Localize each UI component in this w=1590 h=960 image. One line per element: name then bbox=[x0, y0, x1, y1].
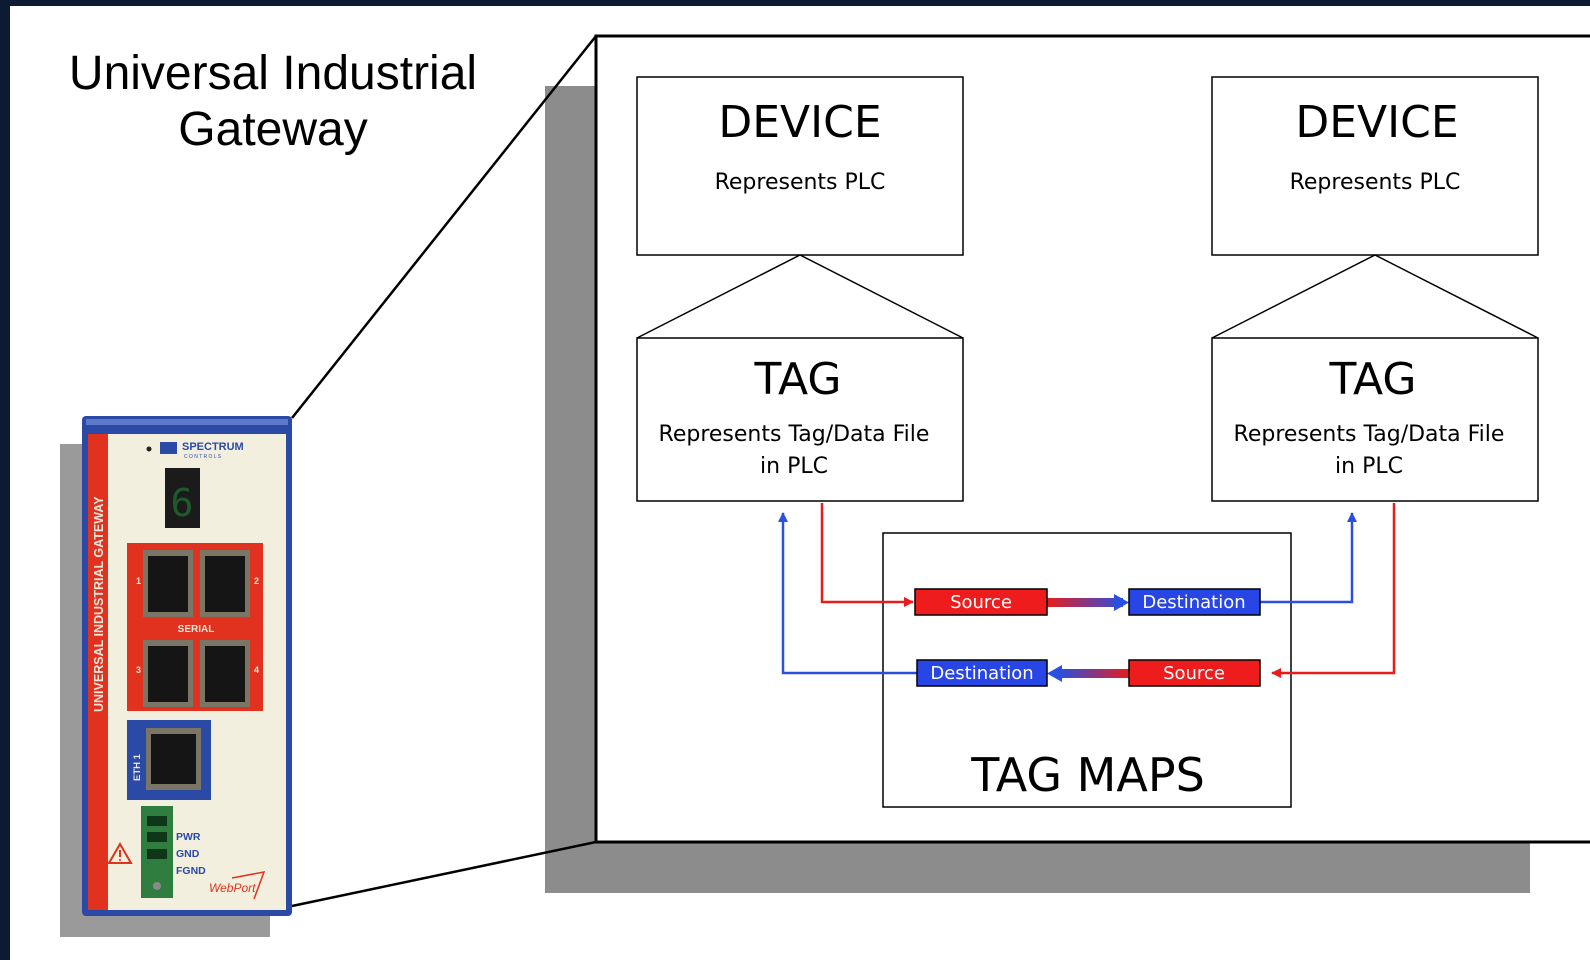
row2-destination-box: Destination bbox=[916, 659, 1048, 687]
serial-label: SERIAL bbox=[178, 624, 215, 635]
device-red-strip bbox=[88, 434, 108, 910]
right-tag-box: TAG Represents Tag/Data File in PLC bbox=[1211, 337, 1539, 502]
port-number-2: 2 bbox=[254, 576, 259, 586]
left-device-sub: Represents PLC bbox=[715, 170, 886, 195]
callout-line-top bbox=[291, 35, 597, 419]
flow-source-to-destination-shaft-2 bbox=[1060, 669, 1129, 678]
left-tag-heading: TAG bbox=[754, 354, 842, 405]
flow-source-to-destination-head-2 bbox=[1047, 665, 1062, 682]
right-hierarchy-connector bbox=[1211, 254, 1539, 339]
seven-segment-display bbox=[165, 468, 200, 528]
serial-port-2 bbox=[205, 556, 245, 612]
webport-logo: WebPort bbox=[209, 881, 256, 895]
gnd-label: GND bbox=[176, 848, 200, 860]
row1-source-label: Source bbox=[950, 592, 1012, 613]
fgnd-label: FGND bbox=[176, 865, 206, 877]
flow-source-to-destination-shaft bbox=[1047, 598, 1123, 607]
port-number-3: 3 bbox=[136, 665, 141, 675]
title-line-2: Gateway bbox=[178, 103, 368, 156]
flow-source-to-destination-head bbox=[1114, 594, 1129, 611]
spectrum-logo-icon bbox=[160, 442, 177, 454]
left-device-box: DEVICE Represents PLC bbox=[636, 76, 964, 256]
eth-port bbox=[151, 734, 196, 784]
right-tag-heading: TAG bbox=[1329, 354, 1417, 405]
row2-source-box: Source bbox=[1128, 659, 1261, 687]
warning-icon bbox=[107, 842, 133, 864]
left-tag-box: TAG Represents Tag/Data File in PLC bbox=[636, 337, 964, 502]
serial-port-4 bbox=[205, 646, 245, 702]
left-hierarchy-connector bbox=[636, 254, 964, 339]
tag-maps-label: TAG MAPS bbox=[970, 748, 1205, 802]
display-digit: 6 bbox=[171, 481, 194, 525]
port-number-1: 1 bbox=[136, 576, 141, 586]
flow-line-destination-to-left bbox=[778, 512, 917, 675]
row2-source-label: Source bbox=[1163, 663, 1225, 684]
row1-destination-box: Destination bbox=[1128, 588, 1261, 616]
slide-canvas: Universal Industrial Gateway bbox=[10, 6, 1590, 960]
gateway-device: UNIVERSAL INDUSTRIAL GATEWAY SPECTRUM C … bbox=[82, 416, 292, 916]
flow-line-right-to-source bbox=[1271, 503, 1396, 678]
right-device-box: DEVICE Represents PLC bbox=[1211, 76, 1539, 256]
flow-line-left-to-source bbox=[820, 503, 914, 607]
right-device-heading: DEVICE bbox=[1295, 97, 1458, 148]
diagram-svg: DEVICE Represents PLC DEVICE Represents … bbox=[60, 34, 1590, 937]
right-tag-sub2: in PLC bbox=[1335, 454, 1403, 479]
port-number-4: 4 bbox=[254, 665, 259, 675]
row2-destination-label: Destination bbox=[930, 663, 1033, 684]
left-device-heading: DEVICE bbox=[718, 97, 881, 148]
flow-line-destination-to-right bbox=[1260, 512, 1357, 604]
left-tag-sub2: in PLC bbox=[760, 454, 828, 479]
webport-logo-icon bbox=[231, 871, 266, 900]
device-brand-sub: C O N T R O L S bbox=[184, 454, 222, 460]
device-side-label: UNIVERSAL INDUSTRIAL GATEWAY bbox=[92, 496, 106, 712]
right-device-sub: Represents PLC bbox=[1290, 170, 1461, 195]
serial-port-3 bbox=[148, 646, 188, 702]
serial-port-1 bbox=[148, 556, 188, 612]
title-line-1: Universal Industrial bbox=[68, 47, 478, 100]
row1-destination-label: Destination bbox=[1142, 592, 1245, 613]
row1-source-box: Source bbox=[914, 588, 1048, 616]
left-tag-sub1: Represents Tag/Data File bbox=[659, 422, 930, 447]
right-tag-sub1: Represents Tag/Data File bbox=[1234, 422, 1505, 447]
eth-label: ETH 1 bbox=[132, 753, 143, 781]
callout-line-bottom bbox=[291, 840, 597, 908]
slide-title: Universal Industrial Gateway bbox=[38, 46, 508, 158]
pwr-label: PWR bbox=[176, 831, 201, 843]
device-brand: SPECTRUM bbox=[182, 441, 244, 453]
